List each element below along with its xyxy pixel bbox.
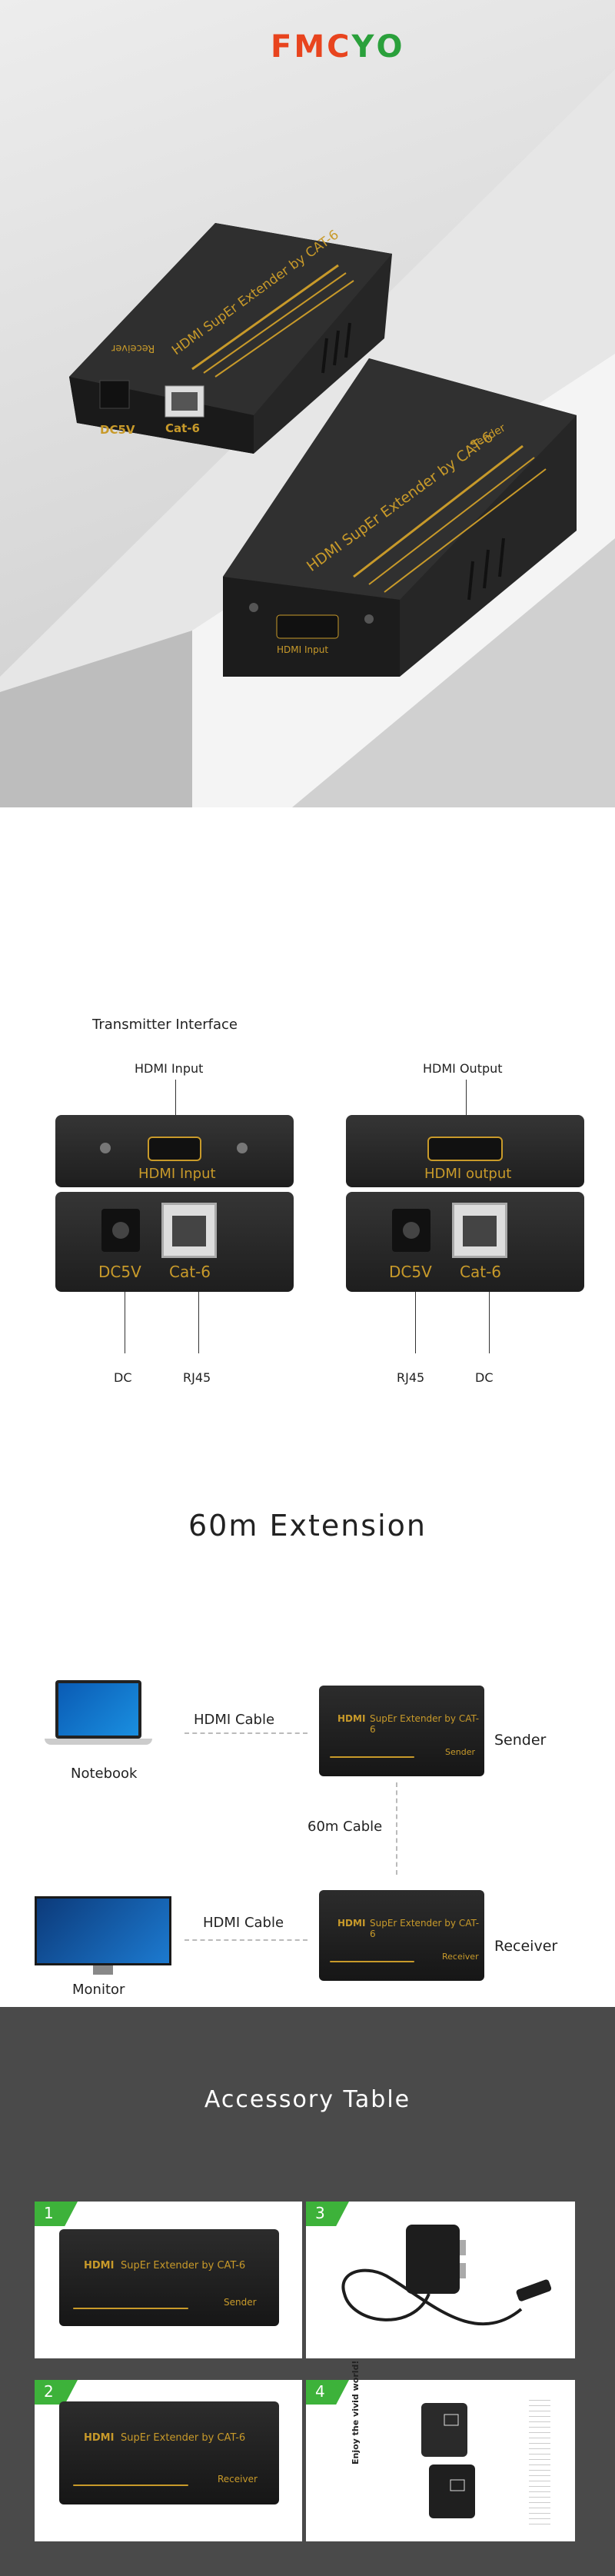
hdmi-port-icon: [427, 1137, 503, 1161]
accessory-card-4: 4 Enjoy the vivid world!: [306, 2361, 575, 2541]
sender-accessory-device: HDMI SupEr Extender by CAT-6 Sender: [59, 2229, 279, 2326]
rj45-port-icon: [452, 1203, 507, 1258]
hdmi-port-icon: [148, 1137, 201, 1161]
notebook-label: Notebook: [71, 1766, 138, 1782]
dc-port-icon: [392, 1209, 430, 1252]
manual-cover-text: Enjoy the vivid world!: [351, 2360, 361, 2465]
receiver-port-dc: DC5V: [100, 423, 135, 437]
hero-section: F M C Y O HDMI SupEr Extender by: [0, 0, 615, 807]
monitor-icon: [35, 1896, 173, 1976]
dc-port-icon: [101, 1209, 140, 1252]
gold-stripe: [73, 2308, 188, 2309]
acc-hdmi-mark: HDMI: [84, 2432, 115, 2444]
sender-mini-device: HDMI SupEr Extender by CAT-6 Sender: [319, 1686, 484, 1776]
mini-sender-tag: Sender: [445, 1747, 475, 1757]
cat-cable-arrow: [396, 1782, 397, 1875]
sender-label: Sender: [494, 1732, 547, 1749]
right-port-text: HDMI output: [424, 1166, 512, 1182]
left-cat-label: Cat-6: [169, 1263, 211, 1281]
logo-letter: O: [376, 29, 402, 65]
screw-icon: [100, 1143, 111, 1153]
accessory-card-3: 3: [306, 2202, 575, 2358]
manual-device-icon: [421, 2403, 475, 2518]
right-dc-label: DC5V: [389, 1263, 432, 1281]
acc-device-title: SupEr Extender by CAT-6: [121, 2260, 246, 2271]
left-top-label: HDMI Input: [135, 1061, 204, 1076]
right-top-panel: HDMI output: [346, 1115, 584, 1187]
acc-device-tag: Sender: [224, 2297, 257, 2308]
receiver-role: Receiver: [111, 342, 155, 354]
right-bottom2: DC: [475, 1370, 494, 1385]
interface-left: HDMI Input HDMI Input DC5V Cat-6 DC RJ45: [54, 1053, 300, 1392]
acc-device-tag: Receiver: [218, 2474, 258, 2484]
receiver-accessory-device: HDMI SupEr Extender by CAT-6 Receiver: [59, 2401, 279, 2504]
card-number-badge: 4: [306, 2380, 349, 2405]
accessory-card-2: 2 HDMI SupEr Extender by CAT-6 Receiver: [35, 2380, 302, 2541]
mini-hdmi-mark: HDMI: [337, 1918, 366, 1929]
sender-device-shape: [223, 358, 577, 677]
hdmi-cable-bottom-arrow: [184, 1939, 308, 1941]
receiver-port-cat: Cat-6: [165, 421, 200, 435]
screw-icon: [237, 1143, 248, 1153]
accessory-title: Accessory Table: [204, 2086, 411, 2113]
accessory-card-1: 1 HDMI SupEr Extender by CAT-6 Sender: [35, 2202, 302, 2358]
extension-title: 60m Extension: [188, 1509, 427, 1543]
interface-right: HDMI Output HDMI output DC5V Cat-6 RJ45 …: [344, 1053, 590, 1392]
left-top-pointer: [175, 1080, 176, 1140]
mini-hdmi-mark: HDMI: [337, 1713, 366, 1724]
right-cat-label: Cat-6: [460, 1263, 502, 1281]
right-dc-pointer: [489, 1292, 490, 1353]
logo-letter: M: [294, 29, 324, 65]
receiver-mini-device: HDMI SupEr Extender by CAT-6 Receiver: [319, 1890, 484, 1981]
receiver-label: Receiver: [494, 1938, 558, 1955]
power-adapter-icon: [341, 2225, 552, 2326]
gold-stripe: [330, 1756, 414, 1758]
monitor-label: Monitor: [72, 1982, 125, 1998]
right-rj45-pointer: [415, 1292, 416, 1353]
cat-cable-label: 60m Cable: [308, 1819, 383, 1835]
right-top-pointer: [466, 1080, 467, 1140]
receiver-device-shape: [69, 223, 392, 454]
hero-receiver-device: HDMI SupEr Extender by CAT-6 Receiver DC…: [62, 192, 400, 454]
notebook-icon: [40, 1680, 155, 1761]
sender-port: HDMI Input: [277, 644, 329, 655]
acc-device-title: SupEr Extender by CAT-6: [121, 2432, 246, 2444]
mini-device-title: SupEr Extender by CAT-6: [370, 1918, 480, 1939]
hdmi-cable-top-arrow: [184, 1732, 308, 1734]
logo-letter: F: [271, 29, 291, 65]
left-bottom1: DC: [114, 1370, 132, 1385]
accessory-section: Accessory Table 1 HDMI SupEr Extender by…: [0, 2007, 615, 2576]
left-bottom-panel: DC5V Cat-6: [55, 1192, 294, 1292]
logo-letter: Y: [351, 29, 374, 65]
left-bottom2: RJ45: [183, 1370, 211, 1385]
mini-device-title: SupEr Extender by CAT-6: [370, 1713, 480, 1735]
right-bottom-panel: DC5V Cat-6: [346, 1192, 584, 1292]
manual-back-page: [529, 2395, 550, 2526]
mini-receiver-tag: Receiver: [442, 1952, 479, 1962]
gold-stripe: [330, 1961, 414, 1962]
brand-logo: F M C Y O: [269, 29, 403, 65]
hero-sender-device: HDMI SupEr Extender by CAT-6 Sender HDMI…: [215, 354, 584, 677]
left-dc-label: DC5V: [98, 1263, 141, 1281]
hdmi-cable-bottom-label: HDMI Cable: [203, 1915, 284, 1931]
rj45-port-icon: [161, 1203, 217, 1258]
acc-hdmi-mark: HDMI: [84, 2260, 115, 2271]
gold-stripe: [73, 2484, 188, 2486]
card-number-badge: 1: [35, 2202, 78, 2226]
right-top-label: HDMI Output: [423, 1061, 503, 1076]
interface-heading: Transmitter Interface: [92, 1017, 238, 1033]
right-bottom1: RJ45: [397, 1370, 425, 1385]
left-port-text: HDMI Input: [138, 1166, 216, 1182]
left-rj45-pointer: [198, 1292, 199, 1353]
left-top-panel: HDMI Input: [55, 1115, 294, 1187]
hdmi-cable-top-label: HDMI Cable: [194, 1712, 275, 1728]
logo-letter: C: [327, 29, 349, 65]
